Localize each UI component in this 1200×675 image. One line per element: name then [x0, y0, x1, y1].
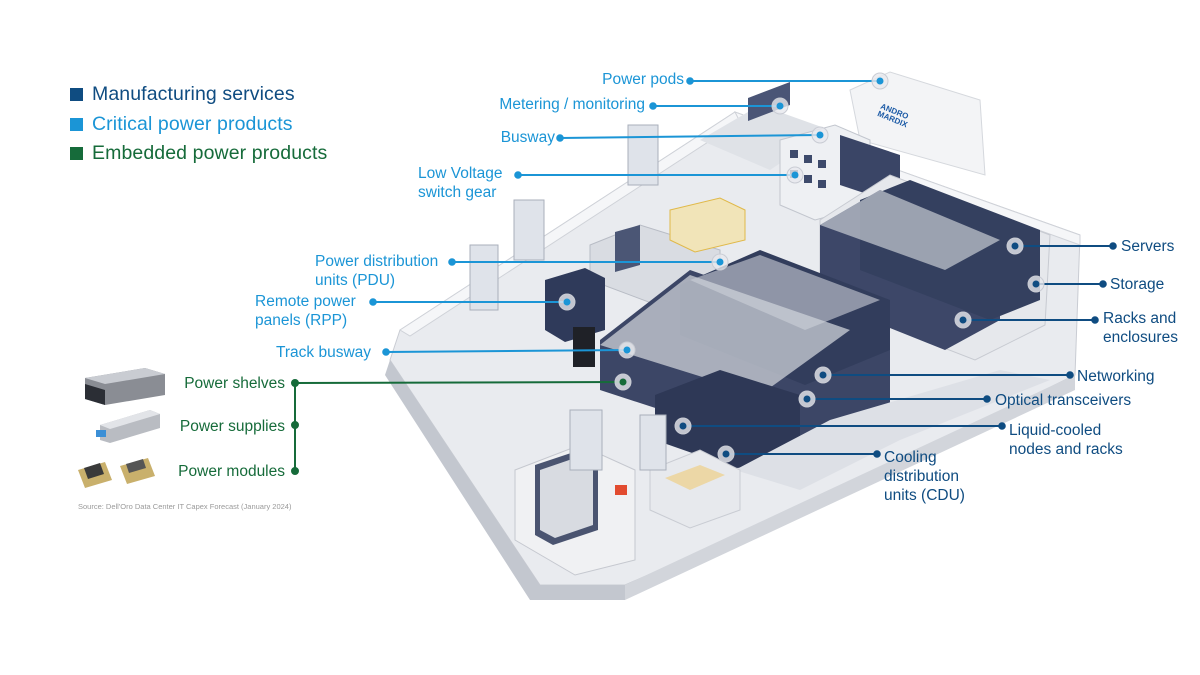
- label-line: Racks and: [1103, 310, 1177, 327]
- label-rpp: Remote power panels (RPP): [255, 292, 356, 330]
- label-cdu: Cooling distribution units (CDU): [884, 448, 965, 505]
- label-pdu: Power distribution units (PDU): [315, 252, 438, 290]
- floor-edge: [385, 360, 625, 600]
- label-racks-enclosures: Racks and enclosures: [1103, 309, 1178, 347]
- label-power-shelves: Power shelves: [184, 375, 285, 392]
- label-metering-monitoring: Metering / monitoring: [499, 96, 645, 113]
- rpp-cabinet: [545, 268, 605, 342]
- label-line: distribution: [884, 468, 959, 485]
- label-servers: Servers: [1121, 238, 1175, 255]
- legend-label: Critical power products: [92, 112, 293, 135]
- ups-cabinet: [573, 327, 595, 367]
- server-hall-middle: [600, 250, 890, 468]
- callout-dot-embedded: [619, 378, 627, 386]
- label-networking: Networking: [1077, 368, 1155, 385]
- power-supply-image: [96, 410, 160, 443]
- legend-label: Manufacturing services: [92, 83, 295, 106]
- label-power-supplies: Power supplies: [179, 418, 285, 435]
- callout-lines-critical: [369, 77, 880, 356]
- label-line: enclosures: [1103, 329, 1178, 346]
- label-optical-transceivers: Optical transceivers: [995, 392, 1132, 409]
- callout-lines-embedded: [291, 379, 624, 475]
- callout-lines-manufacturing: [683, 242, 1117, 458]
- legend-item-embedded: Embedded power products: [70, 139, 327, 169]
- legend: Manufacturing services Critical power pr…: [70, 80, 327, 169]
- legend-label: Embedded power products: [92, 142, 328, 165]
- legend-swatch-manufacturing: [70, 88, 83, 102]
- label-line: panels (RPP): [255, 312, 348, 329]
- power-module-image: [78, 458, 155, 488]
- floor-edge-right: [625, 375, 1075, 600]
- label-power-modules: Power modules: [178, 463, 285, 480]
- label-track-busway: Track busway: [276, 344, 372, 361]
- legend-swatch-embedded: [70, 147, 83, 161]
- label-line: nodes and racks: [1009, 441, 1123, 458]
- control-room: [700, 105, 830, 170]
- source-note: Source: Dell'Oro Data Center IT Capex Fo…: [78, 502, 292, 511]
- label-storage: Storage: [1110, 276, 1165, 293]
- legend-item-manufacturing: Manufacturing services: [70, 80, 327, 110]
- legend-swatch-critical: [70, 117, 83, 131]
- power-shelf-image: [85, 368, 165, 405]
- label-line: units (CDU): [884, 487, 965, 504]
- label-line: Cooling: [884, 449, 937, 466]
- label-busway: Busway: [500, 129, 555, 146]
- label-power-pods: Power pods: [602, 71, 684, 88]
- label-line: Remote power: [255, 293, 356, 310]
- label-line: units (PDU): [315, 272, 396, 289]
- glass-doors: [469, 124, 667, 471]
- label-low-voltage-switch-gear: Low Voltage switch gear: [418, 164, 502, 202]
- label-line: Power distribution: [315, 253, 439, 270]
- label-line: switch gear: [418, 184, 497, 201]
- label-liquid-cooled: Liquid-cooled nodes and racks: [1009, 421, 1123, 459]
- legend-item-critical: Critical power products: [70, 110, 327, 140]
- callout-dots-manufacturing: [679, 242, 1040, 458]
- monitor-wall: [748, 82, 790, 121]
- label-line: Low Voltage: [418, 165, 503, 182]
- callout-dots-critical: [563, 77, 884, 354]
- label-line: Liquid-cooled: [1009, 422, 1102, 439]
